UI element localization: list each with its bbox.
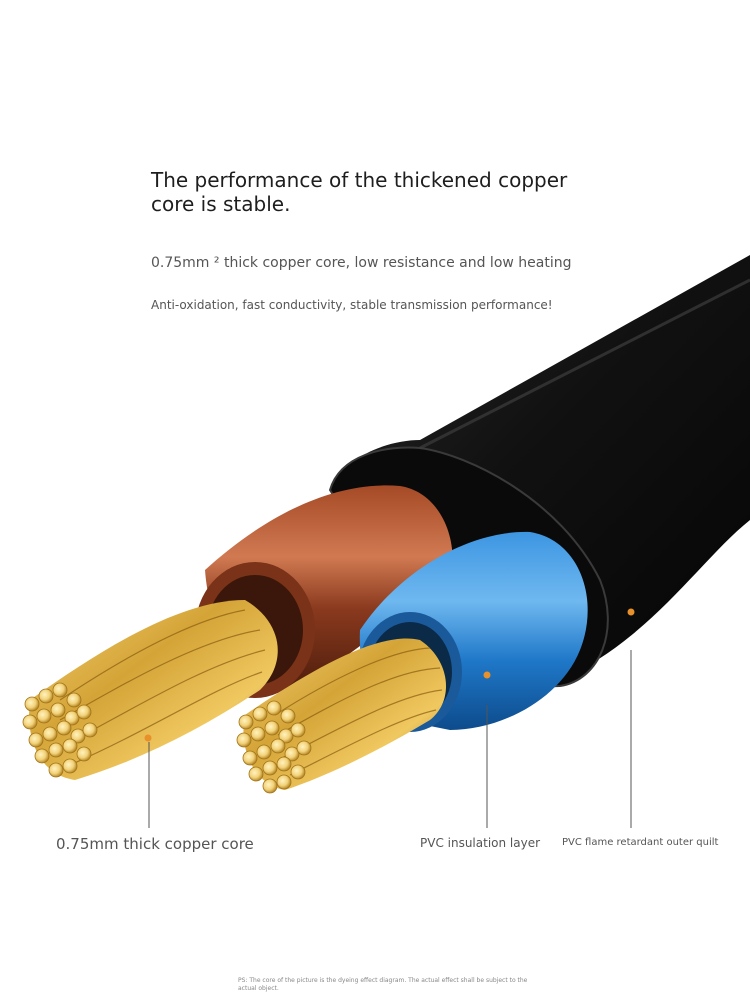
spec-subtitle: 0.75mm ² thick copper core, low resistan… xyxy=(151,255,572,271)
callout-insulation xyxy=(483,671,491,828)
feature-description: Anti-oxidation, fast conductivity, stabl… xyxy=(151,298,553,312)
copper-strands-right xyxy=(236,638,447,794)
disclaimer-footnote: PS: The core of the picture is the dyein… xyxy=(238,977,528,992)
copper-strands-left xyxy=(22,600,278,780)
page-title: The performance of the thickened copper … xyxy=(151,168,568,216)
callout-copper-core xyxy=(144,734,152,828)
label-copper-core: 0.75mm thick copper core xyxy=(56,835,254,853)
callout-outer-sheath xyxy=(627,608,635,828)
label-insulation-layer: PVC insulation layer xyxy=(420,836,541,850)
label-outer-sheath: PVC flame retardant outer quilt xyxy=(562,837,719,848)
